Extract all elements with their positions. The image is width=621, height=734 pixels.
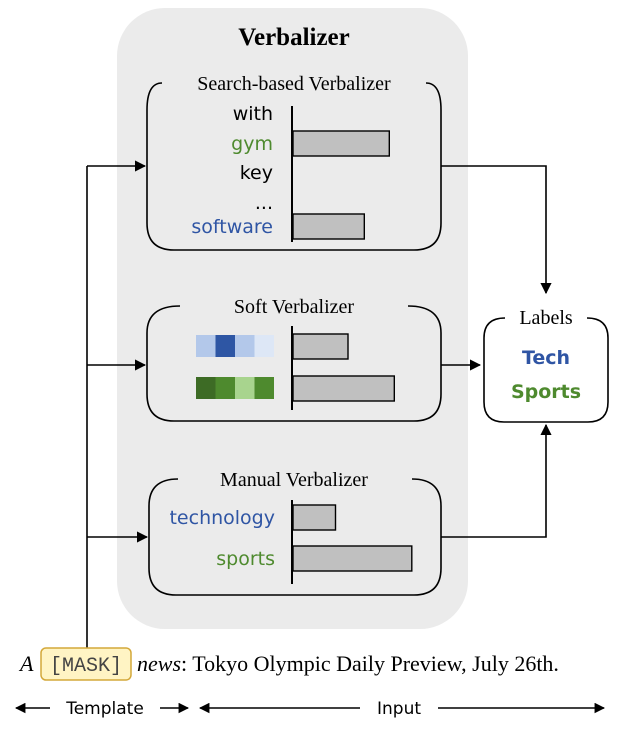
verbalizer-title: Verbalizer — [238, 24, 350, 51]
legend: Template Input — [14, 699, 606, 719]
label-tech: Tech — [522, 347, 570, 369]
soft-score-bar — [292, 333, 349, 360]
soft-embedding-cell — [215, 377, 235, 399]
mask-token: [MASK] — [50, 655, 122, 678]
template-arrows — [86, 160, 149, 648]
search-score-bar — [292, 213, 366, 240]
manual-word: sports — [216, 548, 275, 570]
manual-word: technology — [169, 507, 275, 529]
manual-verbalizer-box: Manual Verbalizer technology sports — [148, 469, 442, 596]
arrow-manual-to-labels — [441, 423, 552, 538]
labels-box: Labels Tech Sports — [483, 307, 609, 423]
search-word: ... — [255, 192, 273, 214]
soft-embedding-cell — [235, 377, 255, 399]
arrow-search-to-labels — [441, 165, 552, 295]
search-word: gym — [231, 133, 273, 155]
verbalizer-panel — [117, 8, 468, 629]
search-word: with — [233, 103, 273, 125]
search-verbalizer-title: Search-based Verbalizer — [197, 73, 391, 95]
manual-verbalizer-title: Manual Verbalizer — [220, 469, 368, 491]
search-score-bar — [292, 130, 391, 157]
svg-text:news: Tokyo Olympic Daily Prev: news: Tokyo Olympic Daily Preview, July … — [137, 651, 559, 676]
template-legend-label: Template — [65, 699, 144, 719]
soft-embedding-cell — [215, 335, 235, 357]
label-arrows — [441, 165, 552, 538]
label-sports: Sports — [511, 381, 581, 403]
manual-score-bar — [292, 504, 337, 531]
soft-score-bar — [292, 375, 396, 402]
manual-score-bar — [292, 545, 413, 572]
soft-verbalizer-title: Soft Verbalizer — [234, 296, 354, 318]
search-word: key — [240, 162, 273, 184]
soft-embedding-cell — [196, 335, 216, 357]
soft-embedding-cell — [196, 377, 216, 399]
sentence-news: news — [137, 651, 181, 676]
input-sentence: A [MASK] news: Tokyo Olympic Daily Previ… — [18, 647, 559, 681]
labels-title: Labels — [519, 307, 573, 329]
search-word: software — [191, 216, 273, 238]
soft-embedding-cell — [254, 335, 274, 357]
search-verbalizer-box: Search-based Verbalizer with gym key... sof… — [146, 73, 442, 251]
soft-embedding-cell — [254, 377, 274, 399]
mask-token-box — [40, 647, 132, 681]
input-legend-label: Input — [377, 699, 421, 719]
sentence-prefix: A — [18, 651, 34, 676]
soft-verbalizer-box: Soft Verbalizer — [146, 296, 442, 422]
soft-embedding-cell — [235, 335, 255, 357]
sentence-rest: : Tokyo Olympic Daily Preview, July 26th… — [181, 651, 559, 676]
